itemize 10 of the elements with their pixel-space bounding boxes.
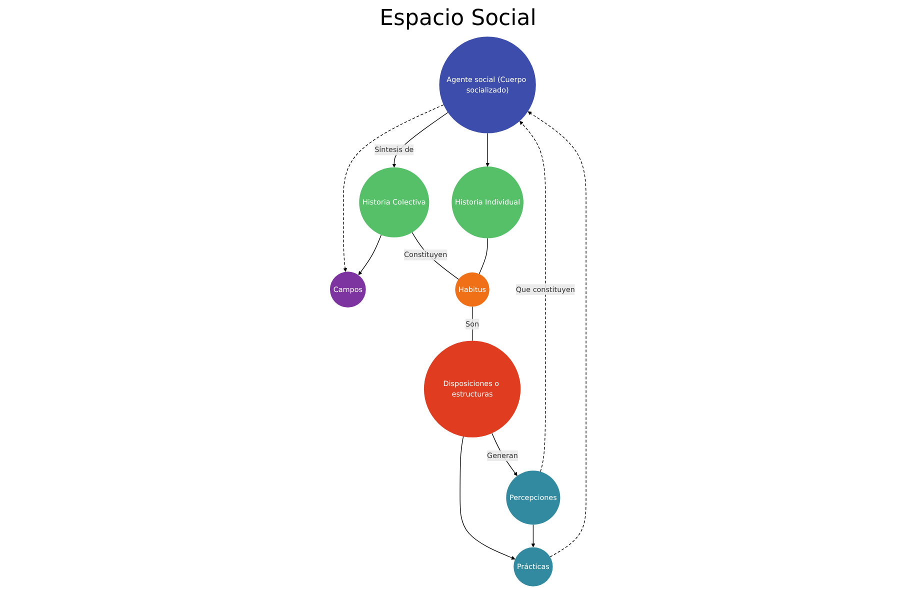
arrow [486,132,490,167]
connector [478,238,488,274]
arrow [520,120,546,472]
diagram-title: Espacio Social [380,6,536,31]
arrow [460,436,516,560]
arrow [343,104,444,272]
arrow [528,111,586,558]
arrow [531,524,536,548]
connector [472,306,473,342]
arrow [358,234,382,276]
